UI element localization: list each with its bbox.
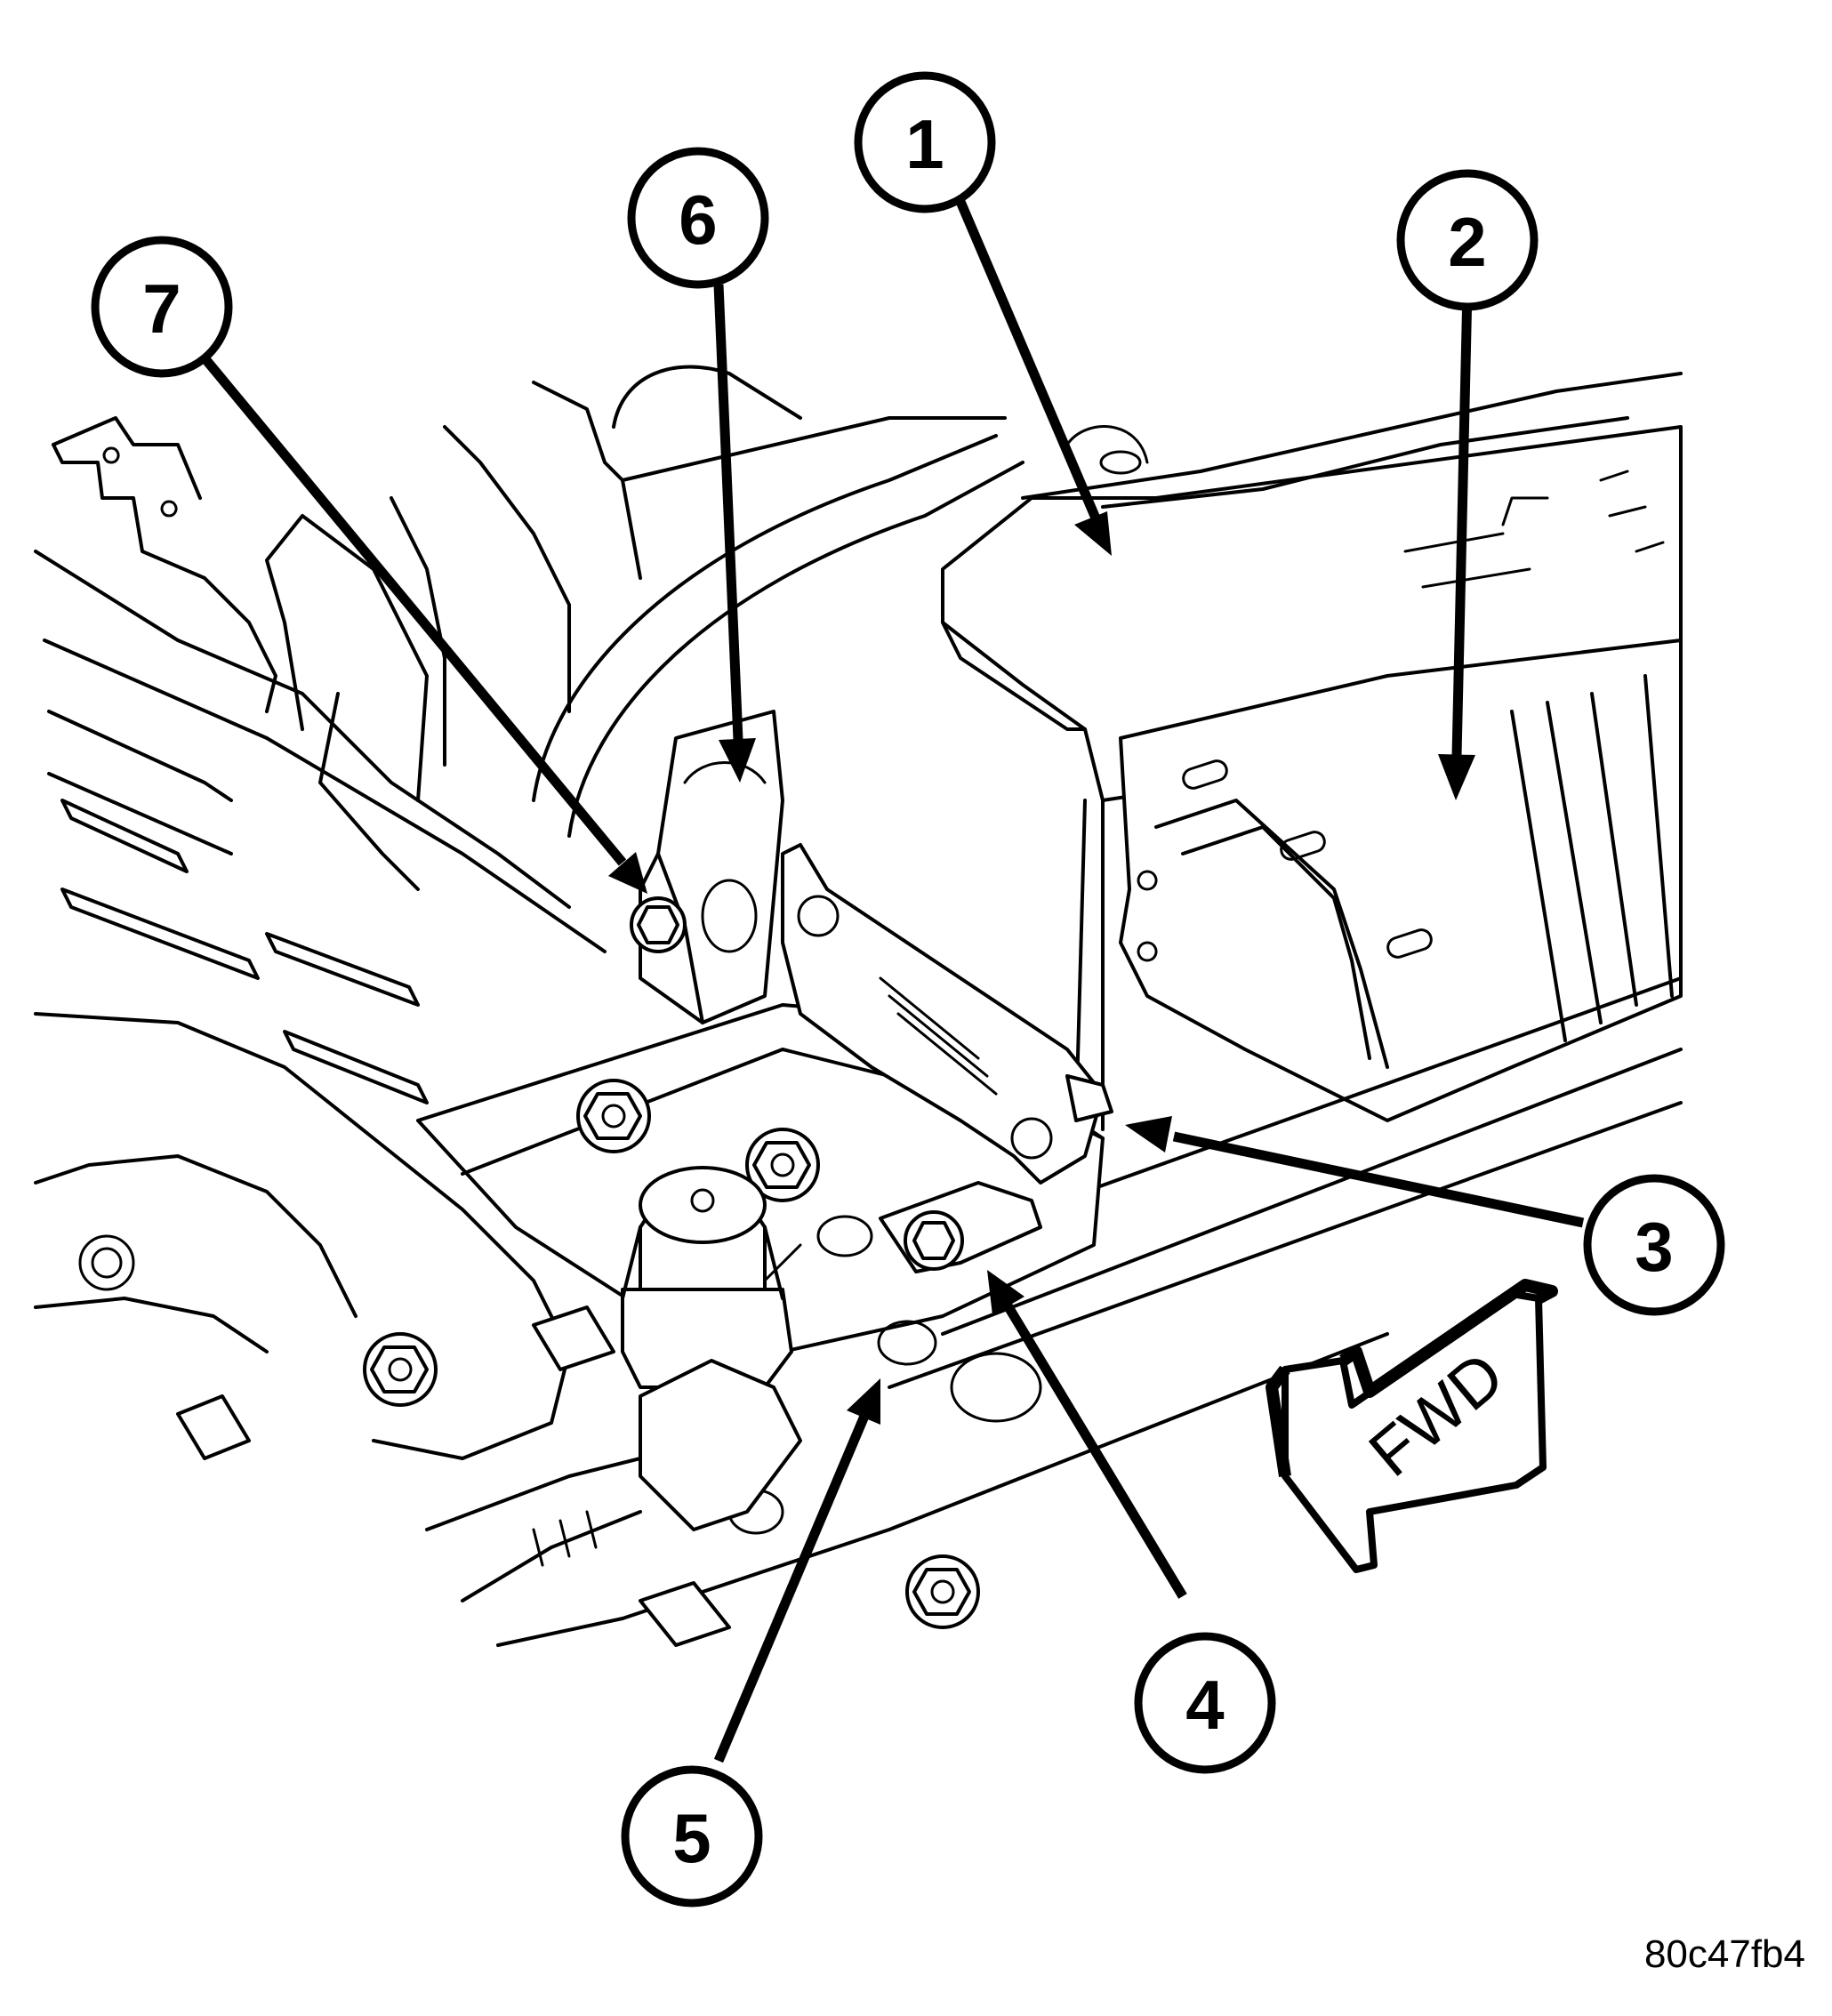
callout-2: 2: [1396, 169, 1539, 311]
callout-5-label: 5: [672, 1799, 711, 1877]
callout-5: 5: [621, 1765, 763, 1908]
leader-7: [202, 357, 647, 894]
leader-2: [1438, 288, 1475, 800]
battery-side-module: [1119, 639, 1683, 1122]
callout-1-label: 1: [905, 105, 944, 183]
leader-1: [951, 189, 1112, 556]
bolt-center: [745, 1128, 820, 1202]
cable-strap: [176, 1305, 802, 1647]
fwd-direction-arrow: FWD: [1266, 1279, 1558, 1573]
callout-4: 4: [1134, 1632, 1276, 1774]
leader-lines: [202, 189, 1585, 1763]
callout-3: 3: [1583, 1174, 1725, 1316]
fwd-arrow-shape: [1282, 1290, 1547, 1573]
bolt-left: [576, 1079, 651, 1153]
battery-tray: [496, 976, 1683, 1647]
callout-7: 7: [91, 236, 233, 378]
callout-3-label: 3: [1635, 1208, 1673, 1286]
bolt-lower-right: [905, 1554, 980, 1629]
callout-4-label: 4: [1185, 1666, 1224, 1744]
stud-nut: [621, 1166, 793, 1389]
leader-4: [987, 1270, 1187, 1599]
callout-7-label: 7: [142, 269, 181, 348]
support-bracket: [630, 710, 784, 1024]
leader-6: [713, 284, 756, 783]
callout-2-label: 2: [1448, 203, 1486, 281]
leader-5: [713, 1378, 880, 1763]
battery-mount-illustration: [34, 365, 1683, 1647]
callouts: 1 2 3 4 5 6 7: [91, 71, 1725, 1908]
bolt-lower-left: [363, 1332, 438, 1407]
leader-3: [1125, 1116, 1585, 1228]
fender-curve: [532, 365, 1024, 838]
left-structure: [34, 416, 607, 1460]
callout-6-label: 6: [679, 181, 717, 259]
callout-1: 1: [854, 71, 996, 213]
callout-6: 6: [627, 147, 769, 289]
clamp-plate: [781, 843, 1113, 1273]
figure-code: 80c47fb4: [1644, 1932, 1805, 1976]
